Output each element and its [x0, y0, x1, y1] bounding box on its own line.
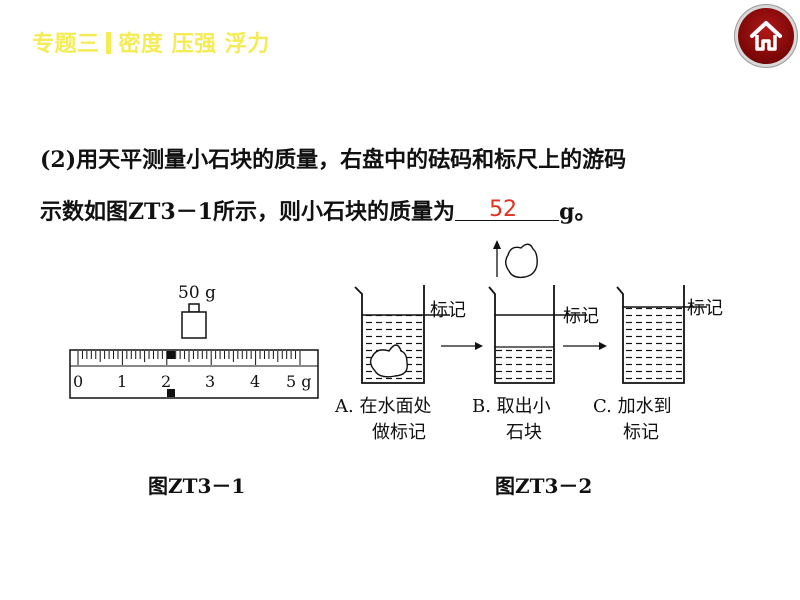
step-b-line-2: 石块: [506, 422, 542, 443]
weight-icon: [181, 303, 207, 339]
rider-marker-top: [167, 351, 175, 359]
ruler-tick-label: 4: [250, 372, 260, 391]
arrow-a-to-b: [441, 342, 483, 350]
title-divider: [105, 32, 111, 54]
water-b: [495, 347, 554, 382]
ruler-tick-label: 2: [161, 372, 171, 391]
ruler-tick-label: 1: [117, 372, 127, 391]
question-line-1: (2)用天平测量小石块的质量，右盘中的砝码和标尺上的游码: [40, 147, 627, 173]
figure-2-caption: 图ZT3－2: [495, 474, 593, 498]
step-b-line-1: B. 取出小: [472, 396, 551, 417]
weight-label: 50 g: [178, 283, 216, 303]
question-line-2-text: 示数如图ZT3－1所示，则小石块的质量为: [40, 199, 456, 225]
header-bar: 专题三密度 压强 浮力: [0, 0, 800, 92]
arrow-b-to-c: [563, 342, 607, 350]
beaker-c: 标记: [616, 285, 723, 384]
mark-label: 标记: [563, 306, 599, 327]
beaker-a: 标记: [354, 285, 466, 384]
chapter-label: 专题三: [32, 32, 100, 57]
figure-balance-scale: 50 g 0 1 2 3 4 5 g: [69, 283, 319, 399]
mark-label: 标记: [687, 298, 723, 319]
chapter-title: 专题三密度 压强 浮力: [32, 26, 270, 58]
lifted-stone-icon: [493, 240, 538, 279]
beaker-b: 标记: [488, 240, 599, 384]
step-a-line-2: 做标记: [372, 422, 426, 443]
step-a-line-1: A. 在水面处: [334, 396, 431, 417]
answer-blank: 52: [455, 194, 560, 222]
home-icon: [750, 21, 782, 51]
answer-value: 52: [489, 197, 518, 222]
figure-beaker-steps: 标记 标记 标记 A. 在水面处 做标记 B. 取出小 石块 C. 加水到 标记: [334, 240, 723, 443]
question-line-2: 示数如图ZT3－1所示，则小石块的质量为 52 g。: [40, 186, 780, 238]
ruler-tick-label: 0: [73, 372, 83, 391]
answer-unit: g。: [559, 199, 597, 225]
rider-marker-bottom: [167, 389, 175, 397]
water-c: [623, 307, 684, 382]
rider-ruler: 0 1 2 3 4 5 g: [69, 349, 319, 399]
question-text: (2)用天平测量小石块的质量，右盘中的砝码和标尺上的游码 示数如图ZT3－1所示…: [40, 134, 780, 238]
step-c-line-1: C. 加水到: [593, 396, 672, 417]
topic-label: 密度 压强 浮力: [118, 32, 270, 57]
stone-icon: [369, 344, 408, 378]
figure-1-caption: 图ZT3－1: [148, 474, 246, 498]
ruler-tick-label: 3: [205, 372, 215, 391]
home-button[interactable]: [738, 8, 794, 64]
ruler-tick-label: 5 g: [286, 372, 312, 391]
mark-label: 标记: [430, 300, 466, 321]
step-c-line-2: 标记: [623, 422, 659, 443]
